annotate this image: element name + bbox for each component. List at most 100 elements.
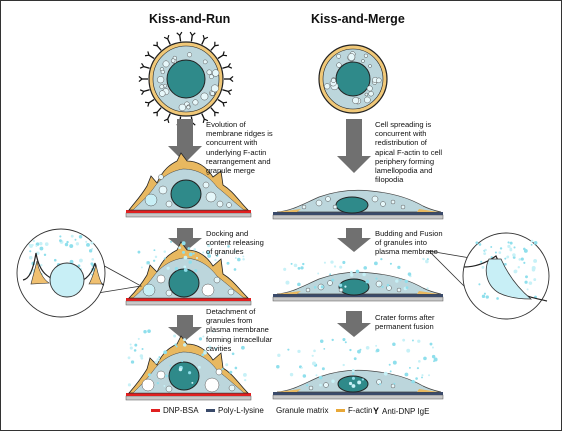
granule-matrix [69,244,74,249]
granule [364,96,371,104]
granule-matrix [283,267,287,271]
granule-matrix [169,364,172,367]
granule-matrix [333,265,337,268]
granule-matrix [373,261,378,266]
granule-matrix [242,258,245,261]
arrow-right-1 [337,119,371,173]
granule-matrix [174,343,177,346]
granule-matrix [156,382,160,385]
granule-matrix [319,339,324,343]
granule-matrix [431,346,434,349]
granule-matrix [216,254,219,257]
granule-matrix [389,262,392,265]
kiss-and-run-cell-stage-1 [125,152,252,218]
legend-item-dnp-bsa: DNP-BSA [151,406,199,415]
granule-matrix [498,251,502,254]
granule-matrix [214,258,217,262]
granule-matrix [297,266,301,270]
granule-matrix [39,246,44,251]
granule-matrix [215,347,217,350]
granule [186,52,193,58]
granule [170,58,176,63]
granule-matrix [156,358,160,362]
granule-matrix [331,338,334,342]
granule-matrix [133,349,137,352]
granule [400,204,406,210]
granule-matrix [173,334,177,338]
granule-matrix [66,240,69,244]
granule-matrix [342,363,345,367]
granule-matrix [208,345,212,350]
step-text-run-2: Docking and content releasing of granule… [206,229,264,257]
granule-matrix [509,247,513,251]
granule-matrix [163,385,166,387]
legend-label: F-actin [348,406,373,415]
granule-matrix [91,258,95,261]
granule-matrix [351,372,355,376]
granule-matrix [514,269,518,273]
granule-matrix [129,343,132,346]
granule-matrix [351,369,355,372]
legend-label: Poly-L-lysine [218,406,264,415]
granule-matrix [389,370,392,373]
arrow-right-3 [337,311,371,337]
granule-matrix [381,285,384,288]
granule-matrix [525,275,528,279]
granule-matrix [202,335,205,338]
granule-matrix [375,344,378,347]
granule [144,193,158,207]
granule-matrix [234,257,237,260]
granule [165,385,173,393]
granule-matrix [137,250,141,254]
granule-matrix [305,384,309,387]
granule-matrix [483,292,486,295]
arrow-left-2 [168,228,202,252]
granule-matrix [351,384,356,388]
granule-matrix [225,363,229,367]
granule-matrix [139,354,144,358]
granule [336,62,342,68]
granule-matrix [504,257,507,260]
granule-matrix [165,374,168,378]
granule-matrix [32,239,36,243]
arrow-right-2 [337,228,371,252]
granule [315,199,323,207]
granule [325,196,331,202]
granule-matrix [140,266,143,269]
granule-matrix [509,241,513,245]
granule-matrix [478,283,481,286]
granule-matrix [380,257,383,261]
granule-matrix [293,263,298,268]
granule-matrix [207,243,211,248]
granule-matrix [154,255,158,259]
granule-matrix [397,265,401,270]
granule-matrix [423,356,427,361]
granule [206,69,213,75]
granule-matrix [517,266,520,269]
granule-matrix [79,258,83,263]
granule [228,384,236,392]
ige-receptor-icon [153,41,162,51]
step-text-run-3: Detachment of granules from plasma membr… [206,307,273,353]
granule-matrix [241,345,245,350]
granule-matrix [499,247,503,250]
granule-matrix [194,269,198,273]
granule-matrix [402,338,406,342]
granule [201,283,215,297]
granule-matrix [483,252,487,256]
granule-matrix [233,268,237,271]
granule-matrix [526,288,529,291]
granule-matrix [29,244,33,248]
granule-matrix [192,252,195,255]
granule-matrix [378,284,381,287]
granule [396,287,402,293]
granule-matrix [40,264,43,267]
granule-matrix [188,371,192,375]
granule-matrix [362,272,366,277]
granule-matrix [507,241,510,244]
granule-matrix [350,270,353,274]
granule [192,99,199,106]
granule-matrix [422,257,425,261]
kiss-and-run-zoom-bubble [16,228,143,318]
granule-matrix [244,378,247,382]
